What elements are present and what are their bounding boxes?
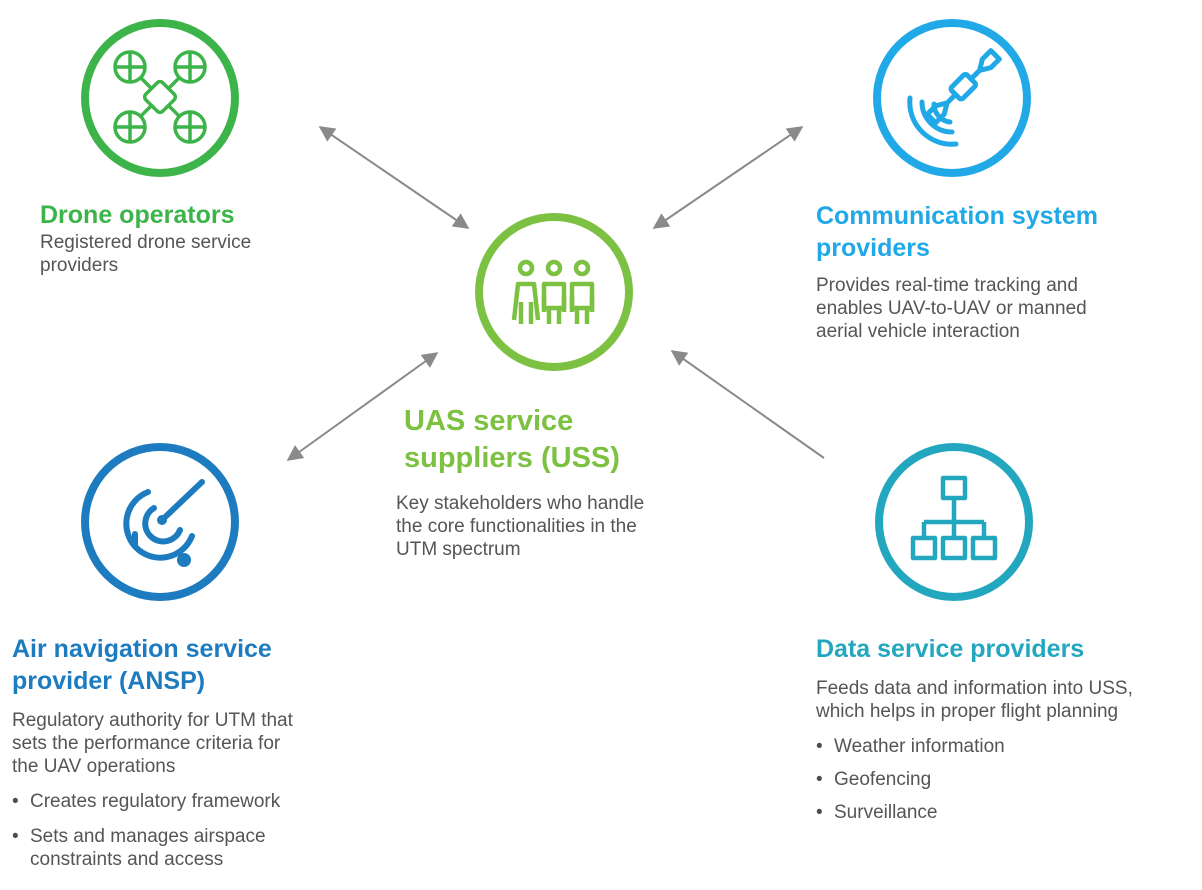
data-bullet-2: Geofencing [816, 768, 1200, 791]
ansp-desc-1: Regulatory authority for UTM that [12, 710, 293, 731]
data-bullet-list: Weather information Geofencing Surveilla… [816, 735, 1200, 824]
data-bullet-1: Weather information [816, 735, 1200, 758]
arrow-drone-uss [318, 126, 470, 229]
radar-icon [81, 443, 239, 601]
data-providers-desc-1: Feeds data and information into USS, [816, 678, 1133, 699]
drone-operators-desc-2: providers [40, 255, 119, 276]
arrow-data-uss [670, 350, 825, 459]
comm-providers-title-2: providers [816, 234, 930, 262]
drone-operators-block: Drone operators Registered drone service… [40, 199, 340, 277]
ansp-bullet-2: Sets and manages airspace constraints an… [12, 825, 352, 871]
comm-providers-block: Communication system providers Provides … [816, 200, 1196, 343]
ansp-block: Air navigation service provider (ANSP) R… [12, 633, 352, 871]
drone-icon [81, 19, 239, 177]
ansp-bullet-2-line-2: constraints and access [30, 849, 224, 870]
ansp-desc-3: the UAV operations [12, 756, 176, 777]
uss-desc-block: Key stakeholders who handle the core fun… [396, 492, 736, 561]
uss-desc-1: Key stakeholders who handle [396, 493, 645, 514]
comm-providers-desc-1: Provides real-time tracking and [816, 275, 1078, 296]
uss-desc-2: the core functionalities in the [396, 516, 637, 537]
ansp-title-1: Air navigation service [12, 635, 272, 663]
satellite-icon [873, 19, 1031, 177]
data-bullet-3: Surveillance [816, 801, 1200, 824]
drone-operators-title: Drone operators [40, 201, 235, 229]
uss-title-2: suppliers (USS) [404, 442, 620, 474]
ansp-bullet-2-line-1: Sets and manages airspace [30, 826, 266, 847]
ansp-bullet-1: Creates regulatory framework [12, 790, 352, 813]
data-providers-block: Data service providers Feeds data and in… [816, 633, 1200, 824]
network-icon [875, 443, 1033, 601]
drone-operators-desc-1: Registered drone service [40, 232, 252, 253]
ansp-bullet-list: Creates regulatory framework Sets and ma… [12, 790, 352, 871]
arrow-ansp-uss [286, 352, 439, 461]
uss-desc-3: UTM spectrum [396, 539, 521, 560]
uss-title-1: UAS service [404, 405, 574, 437]
ansp-desc-2: sets the performance criteria for [12, 733, 281, 754]
comm-providers-desc-3: aerial vehicle interaction [816, 321, 1020, 342]
ansp-title-2: provider (ANSP) [12, 667, 206, 695]
arrow-comm-uss [652, 126, 804, 229]
data-providers-desc-2: which helps in proper flight planning [816, 701, 1119, 722]
data-providers-title: Data service providers [816, 635, 1085, 663]
comm-providers-desc-2: enables UAV-to-UAV or manned [816, 298, 1087, 319]
comm-providers-title-1: Communication system [816, 202, 1099, 230]
people-icon [475, 213, 633, 371]
ansp-bullet-1-text: Creates regulatory framework [30, 791, 281, 812]
uss-block: UAS service suppliers (USS) [404, 403, 734, 477]
